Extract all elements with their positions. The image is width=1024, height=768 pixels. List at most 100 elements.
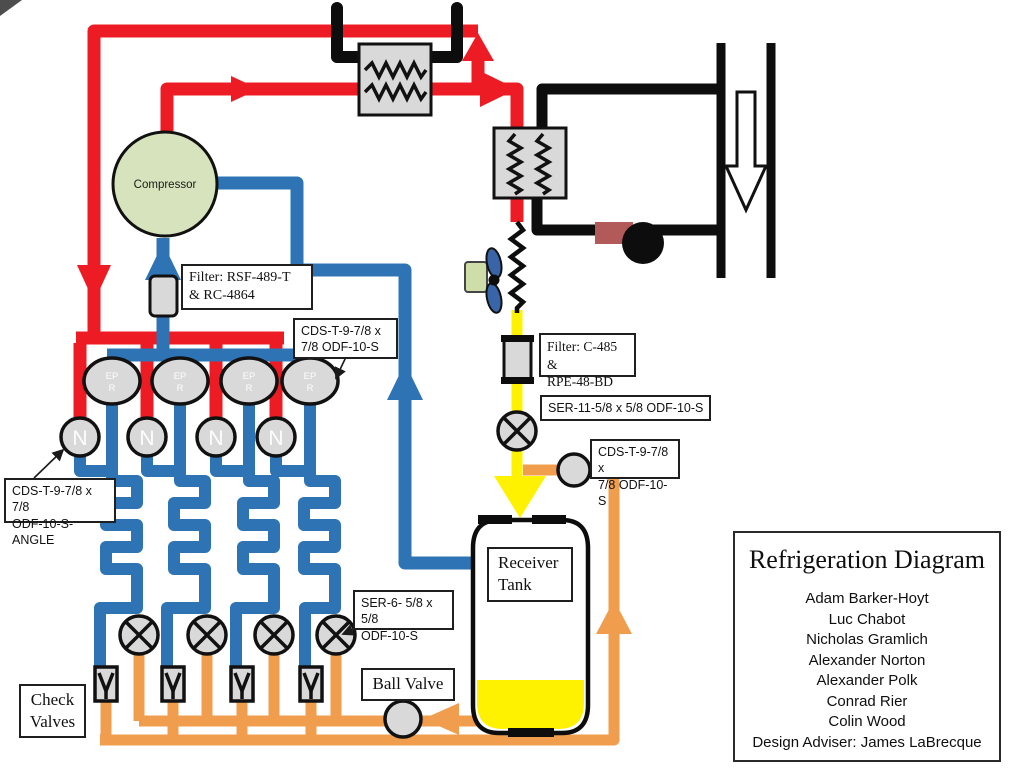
red-right-arrow xyxy=(231,76,259,102)
n-valve-3: N xyxy=(195,416,237,458)
cds-right-label: CDS-T-9-7/8 x 7/8 ODF-10-S xyxy=(590,439,680,508)
check-valve-3 xyxy=(229,665,255,703)
ball-valve-label: Ball Valve xyxy=(361,668,455,701)
receiver-tank-label-line2: Tank xyxy=(498,575,532,595)
condenser-zigzag-1 xyxy=(505,132,525,196)
filter-c485-label-line1: Filter: C-485 & xyxy=(547,339,618,372)
epr-valve-1: EP R xyxy=(82,356,142,406)
evaporator-coil-3 xyxy=(230,398,280,670)
red-arrowheads xyxy=(77,33,517,302)
team-member-name: Adam Barker-Hoyt xyxy=(805,590,929,607)
design-adviser: Design Adviser: James LaBrecque xyxy=(752,733,982,751)
ser11-label: SER-11-5/8 x 5/8 ODF-10-S xyxy=(540,395,712,421)
epr-valve-2: EP R xyxy=(150,356,210,406)
cds-top-label: CDS-T-9-7/8 x 7/8 ODF-10-S xyxy=(293,318,398,359)
check-valves-label-line1: Check xyxy=(30,690,75,709)
evaporator-coil-4 xyxy=(298,398,341,670)
cds-top-pointer xyxy=(334,356,347,380)
fan-icon xyxy=(464,247,503,314)
orange-arrowheads xyxy=(423,600,632,735)
orange-up-arrow-riser xyxy=(596,600,632,634)
n-valves: N N N N xyxy=(59,416,297,458)
svg-text:N: N xyxy=(139,427,154,450)
filter-rsf-label-line2: & RC-4864 xyxy=(189,288,255,304)
evaporator-coil-1 xyxy=(94,398,143,670)
cds-right-label-line1: CDS-T-9-7/8 x xyxy=(598,445,669,476)
x-valve-2 xyxy=(186,614,228,656)
check-valves-label-line2: Valves xyxy=(29,712,76,732)
blue-up-arrow-compressor xyxy=(145,243,181,280)
black-pipes xyxy=(331,2,776,278)
cds-angle-label: CDS-T-9-7/8 x 7/8 ODF-10-S-ANGLE xyxy=(4,478,116,547)
cds-angle-label-line1: CDS-T-9-7/8 x 7/8 xyxy=(12,484,92,515)
title-block: Refrigeration Diagram Adam Barker-Hoyt L… xyxy=(733,531,1001,762)
ball-valve-label-line1: Ball Valve xyxy=(372,674,444,693)
red-compressor-discharge-pipe xyxy=(160,82,524,222)
pump-icon xyxy=(622,222,664,264)
top-heat-exchanger xyxy=(357,42,433,117)
red-up-arrow xyxy=(462,33,494,61)
hx-stub-right xyxy=(426,2,463,63)
ball-valve-component xyxy=(383,699,423,739)
svg-text:R: R xyxy=(177,383,184,394)
check-valves-label: Check Valves xyxy=(19,684,86,738)
team-member-name: Nicholas Gramlich xyxy=(806,631,928,648)
filter-rsf-label-line1: Filter: RSF-489-T xyxy=(189,270,291,285)
ser6-label-line2: ODF-10-S xyxy=(361,628,418,643)
water-top-pipe xyxy=(536,83,721,130)
svg-text:N: N xyxy=(268,427,283,450)
hx-stub-left xyxy=(331,2,364,63)
filter-rsf-component xyxy=(148,274,179,318)
cds-circle-valve xyxy=(556,452,592,488)
team-member-name: Luc Chabot xyxy=(828,610,906,628)
epr-valves: EP R EP R EP R EP R xyxy=(82,356,340,406)
n-valve-2: N xyxy=(126,416,168,458)
red-top-loop-pipe xyxy=(87,24,478,338)
x-valve-4 xyxy=(315,614,357,656)
team-member-name: Conrad Rier xyxy=(826,692,908,710)
slide-corner-artifact xyxy=(0,0,22,16)
condenser-heat-exchanger xyxy=(492,126,568,200)
svg-text:EP: EP xyxy=(174,371,187,382)
ser6-label-line1: SER-6- 5/8 x 5/8 xyxy=(361,596,433,627)
receiver-tank-label-line1: Receiver xyxy=(498,553,559,572)
svg-text:R: R xyxy=(307,383,314,394)
orange-left-arrow-ballvalve xyxy=(423,703,459,735)
epr-valve-4: EP R xyxy=(280,356,340,406)
filter-c485-label: Filter: C-485 & RPE-48-BD xyxy=(539,333,636,389)
cds-angle-pointer xyxy=(33,448,65,479)
cds-top-label-line2: 7/8 ODF-10-S xyxy=(301,340,379,355)
compressor: Compressor xyxy=(111,130,219,238)
ser11-label-line1: SER-11-5/8 x 5/8 ODF-10-S xyxy=(548,401,704,415)
check-valve-1 xyxy=(93,665,119,703)
check-valve-2 xyxy=(160,665,186,703)
check-valves xyxy=(93,665,324,703)
svg-text:N: N xyxy=(208,427,223,450)
x-valve-1 xyxy=(118,614,160,656)
receiver-tank-liquid xyxy=(477,680,584,729)
evaporator-coil-2 xyxy=(161,398,211,670)
svg-text:R: R xyxy=(246,383,253,394)
hx-coil-zigzag-1 xyxy=(363,59,428,81)
condenser-zigzag-2 xyxy=(533,132,553,196)
water-flow-down-arrow xyxy=(723,90,769,214)
epr-valve-3: EP R xyxy=(219,356,279,406)
water-bottom-pipe xyxy=(531,196,721,236)
check-valve-4 xyxy=(298,665,324,703)
svg-text:EP: EP xyxy=(106,371,119,382)
yellow-down-arrow xyxy=(494,476,546,518)
red-big-right-arrow xyxy=(480,71,517,107)
ser6-label: SER-6- 5/8 x 5/8 ODF-10-S xyxy=(353,590,454,643)
blue-compressor-right-pipe xyxy=(212,176,478,570)
svg-text:EP: EP xyxy=(243,371,256,382)
blue-arrowheads xyxy=(145,243,423,400)
ser11-x-valve xyxy=(496,410,538,452)
team-member-name: Alexander Polk xyxy=(816,672,918,689)
expansion-capillary-zigzag xyxy=(507,220,527,313)
blue-up-arrow-tank-line xyxy=(387,363,423,400)
filter-c485-component xyxy=(501,335,534,384)
filter-rsf-label: Filter: RSF-489-T & RC-4864 xyxy=(181,264,313,310)
n-valve-1: N xyxy=(59,416,101,458)
compressor-label: Compressor xyxy=(134,179,197,191)
